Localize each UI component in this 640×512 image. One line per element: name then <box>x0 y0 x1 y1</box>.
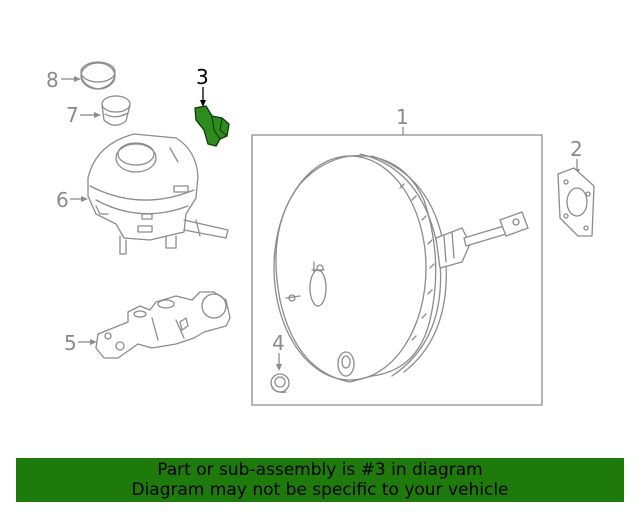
leader-6-arrow <box>81 196 88 202</box>
callout-8: 8 <box>46 68 59 92</box>
part-8-reservoir-cap[interactable] <box>80 61 116 90</box>
leader-8-arrow <box>74 76 81 82</box>
leader-7-arrow <box>94 112 101 118</box>
leader-3-arrow <box>200 100 206 107</box>
part-6-reservoir[interactable] <box>87 133 229 255</box>
callout-3: 3 <box>196 65 209 89</box>
callout-1: 1 <box>396 105 409 129</box>
banner-line-part: Part or sub-assembly is #3 in diagram <box>157 460 483 480</box>
callout-2: 2 <box>570 137 583 161</box>
part-1-frame <box>251 134 543 406</box>
callout-6: 6 <box>56 188 69 212</box>
part-1-brake-booster[interactable] <box>273 153 529 383</box>
part-info-banner: Part or sub-assembly is #3 in diagram Di… <box>16 458 624 502</box>
leader-4-arrow <box>276 364 282 371</box>
part-4-grommet[interactable] <box>270 373 290 393</box>
callout-7: 7 <box>66 103 79 127</box>
callout-5: 5 <box>64 331 77 355</box>
leader-5-arrow <box>90 339 97 345</box>
part-5-master-cylinder[interactable] <box>95 291 231 359</box>
part-7-strainer[interactable] <box>101 95 131 126</box>
part-3-fluid-level-sensor[interactable] <box>194 105 230 147</box>
callout-4: 4 <box>272 331 285 355</box>
banner-line-disclaimer: Diagram may not be specific to your vehi… <box>131 480 509 500</box>
part-2-gasket[interactable] <box>557 167 595 237</box>
